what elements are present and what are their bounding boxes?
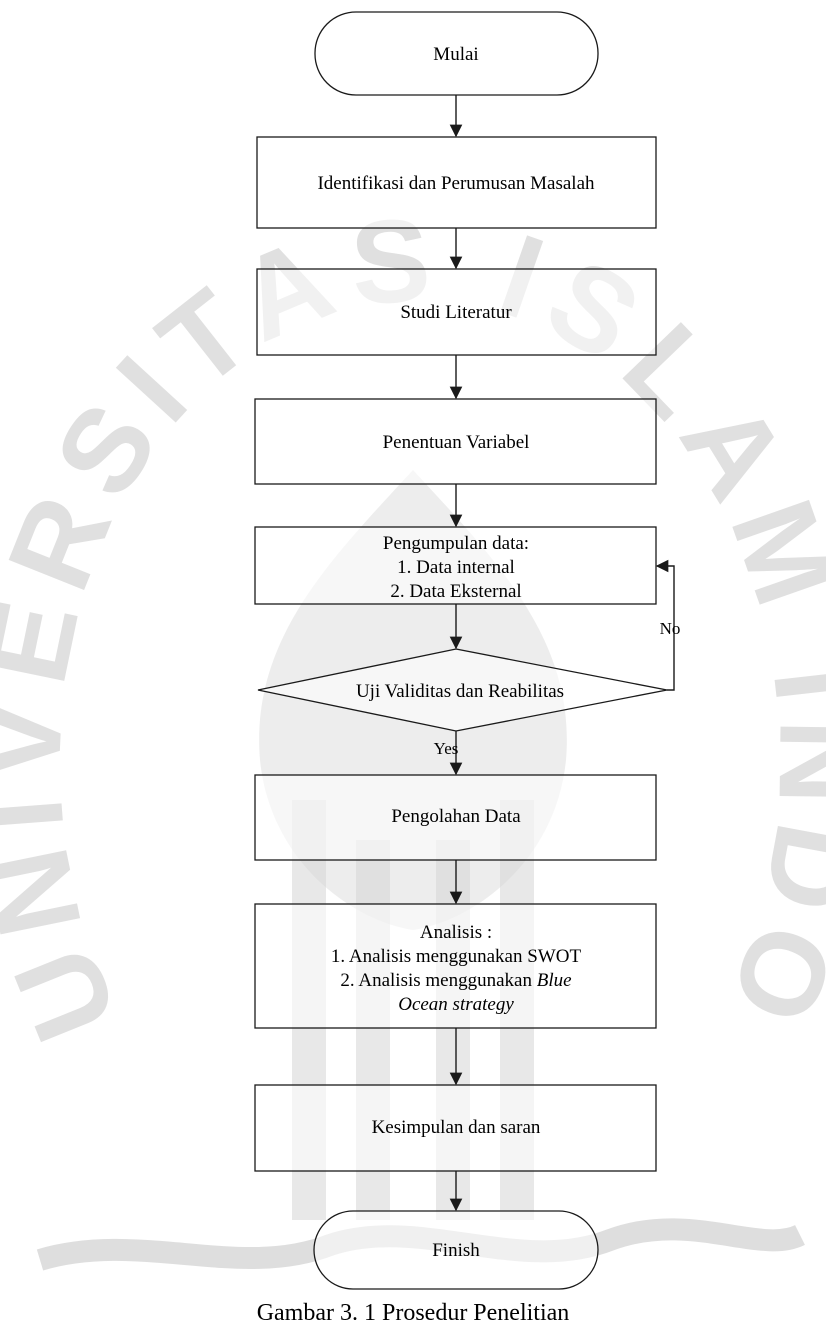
analysis-item-3: Ocean strategy	[398, 994, 514, 1015]
decision-label: Uji Validitas dan Reabilitas	[356, 681, 564, 702]
collect-item-1: 1. Data internal	[397, 557, 515, 578]
processing-label: Pengolahan Data	[391, 806, 521, 827]
end-terminator	[313, 1210, 599, 1290]
literature-process	[256, 268, 657, 356]
analysis-item-1: 1. Analisis menggunakan SWOT	[331, 946, 582, 967]
identify-label: Identifikasi dan Perumusan Masalah	[317, 173, 595, 194]
analysis-title: Analisis :	[420, 922, 492, 943]
identify-process	[256, 136, 657, 229]
no-label: No	[660, 619, 681, 638]
end-label: Finish	[432, 1240, 480, 1261]
analysis-item-2-prefix: 2. Analisis menggunakan	[340, 970, 536, 991]
collect-item-2: 2. Data Eksternal	[390, 581, 521, 602]
start-label: Mulai	[433, 44, 478, 65]
yes-label: Yes	[434, 739, 459, 758]
analysis-item-2: 2. Analisis menggunakan Blue	[340, 970, 571, 991]
arrow-no-loop	[655, 559, 675, 691]
analysis-process	[254, 903, 657, 1029]
figure-caption: Gambar 3. 1 Prosedur Penelitian	[256, 1300, 570, 1326]
collect-title: Pengumpulan data:	[383, 533, 529, 554]
processing-process	[254, 774, 657, 861]
conclusion-process	[254, 1084, 657, 1172]
collect-process	[254, 526, 657, 605]
variables-label: Penentuan Variabel	[383, 432, 530, 453]
literature-label: Studi Literatur	[400, 302, 512, 323]
conclusion-label: Kesimpulan dan saran	[372, 1117, 541, 1138]
analysis-item-2-italic: Blue	[537, 970, 572, 991]
